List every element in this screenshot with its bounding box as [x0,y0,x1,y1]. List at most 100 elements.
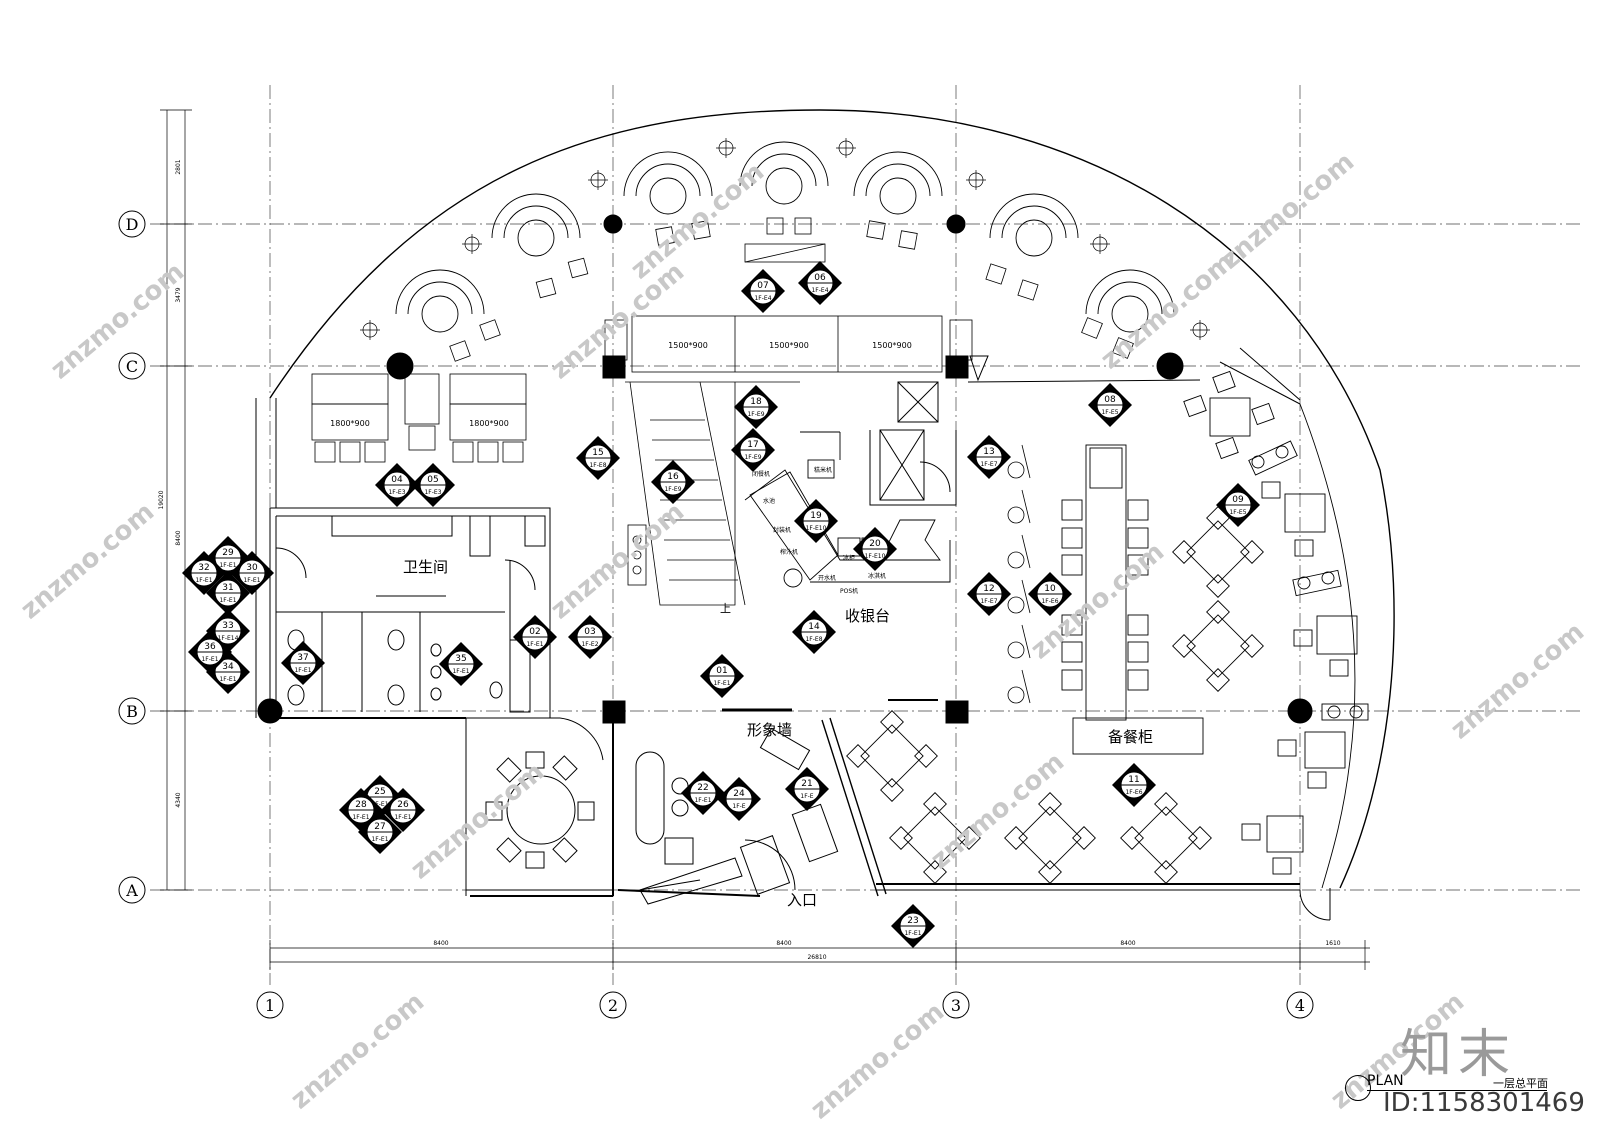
window-side-tables [1183,370,1369,875]
elevation-marker-ref: 1F-E1 [219,676,236,683]
arc-booths [395,141,1175,333]
room-label-restroom: 卫生间 [403,558,448,576]
elevation-marker-number: 13 [983,447,994,457]
stair-up-label: 上 [720,602,731,615]
watermark-text: znzmo.com [15,497,160,625]
elevation-marker-number: 20 [869,539,881,549]
elevation-marker-ref: 1F-E1 [201,656,218,663]
elevation-marker: 26 1F-E1 [381,788,425,832]
elevation-marker-number: 26 [397,800,409,810]
elevation-marker-ref: 1F-E1 [394,814,411,821]
counter-label: 冰柜 [843,554,855,562]
elevation-marker-number: 10 [1044,584,1056,594]
room-label-image-wall: 形象墙 [747,721,792,739]
entrance-area [466,699,1331,921]
counter-label: 冰淇机 [868,572,886,580]
dim-h-4: 1610 [1325,940,1340,947]
elevation-marker-number: 01 [716,666,727,676]
counter-label: 榨汁机 [780,548,798,556]
elevation-marker-ref: 1F-E1 [195,577,212,584]
elevation-marker-ref: 1F-E1 [243,577,260,584]
staircase [625,381,800,606]
horizontal-dimension-chain [269,940,1370,970]
elevation-marker-ref: 1F-E1 [694,797,711,804]
elevation-marker-ref: 1F-E1 [219,562,236,569]
elevation-marker: 13 1F-E7 [967,435,1011,479]
elevation-marker-number: 05 [427,475,438,485]
window-table-size-2: 1500*900 [769,341,809,350]
elevation-marker-number: 14 [808,622,820,632]
elevation-marker-ref: 1F-E6 [1125,789,1142,796]
watermark-text: znzmo.com [1215,147,1360,275]
square-tables [846,506,1264,884]
plan-title-underline [1367,1090,1547,1091]
elevation-marker-ref: 1F-E1 [371,801,388,808]
grid-lines [150,85,1580,985]
watermark-text: znzmo.com [285,987,430,1115]
dim-v-2: 3479 [175,287,182,302]
elevation-marker-ref: 1F-E1 [352,814,369,821]
elevation-marker-ref: 1F-E1 [219,597,236,604]
counter-label: 闭餐机 [752,470,770,478]
watermark-id: ID:1158301469 [1383,1088,1585,1118]
plan-title-en: PLAN [1367,1073,1404,1089]
elevation-markers: 011F-E1021F-E1031F-E2041F-E3051F-E3061F-… [182,261,1260,948]
elevation-marker-number: 22 [697,783,708,793]
elevation-marker-number: 07 [757,281,768,291]
elevation-marker-number: 24 [733,789,745,799]
elevation-marker-number: 16 [667,472,679,482]
dim-v-4: 4340 [175,792,182,807]
outer-arc-wall [269,109,1395,889]
elevation-marker-number: 34 [222,662,234,672]
elevation-marker-ref: 1F-E7 [980,461,997,468]
cashier-counter [744,431,951,588]
elevation-marker: 32 1F-E1 [182,551,226,595]
elevation-marker-number: 29 [222,548,234,558]
booth-tables [311,373,527,463]
elevation-marker-ref: 1F-E9 [664,486,681,493]
room-label-cashier: 收银台 [845,607,890,625]
elevation-marker-ref: 1F-E10 [806,525,827,532]
dim-h-2: 8400 [776,940,791,947]
counter-label: POS机 [840,587,858,595]
axis-label-col-1: 1 [265,996,275,1015]
elevation-marker-ref: 1F-E1 [294,667,311,674]
columns [257,214,1313,724]
axis-bubbles [118,210,1314,1019]
elevation-marker-number: 32 [198,563,209,573]
elevation-marker-number: 21 [801,779,812,789]
watermark-text: znzmo.com [925,747,1070,875]
plants [1007,444,1031,704]
elevation-marker: 22 1F-E1 [681,771,725,815]
elevation-marker-ref: 1F-E3 [388,489,405,496]
elevation-marker-number: 30 [246,563,258,573]
dim-h-total: 26810 [807,954,826,961]
elevation-marker-number: 11 [1128,775,1139,785]
room-label-service-cabinet: 备餐柜 [1108,728,1153,746]
watermark-text: znzmo.com [545,497,690,625]
service-rooms [869,381,957,506]
dim-h-3: 8400 [1120,940,1135,947]
elevation-marker-ref: 1F-E [732,803,745,810]
elevation-marker-number: 23 [907,916,918,926]
elevation-marker-ref: 1F-E9 [747,411,764,418]
watermark-text: znzmo.com [625,157,770,285]
counter-label: 封装机 [773,526,791,534]
booth-size-right: 1800*900 [469,419,509,428]
